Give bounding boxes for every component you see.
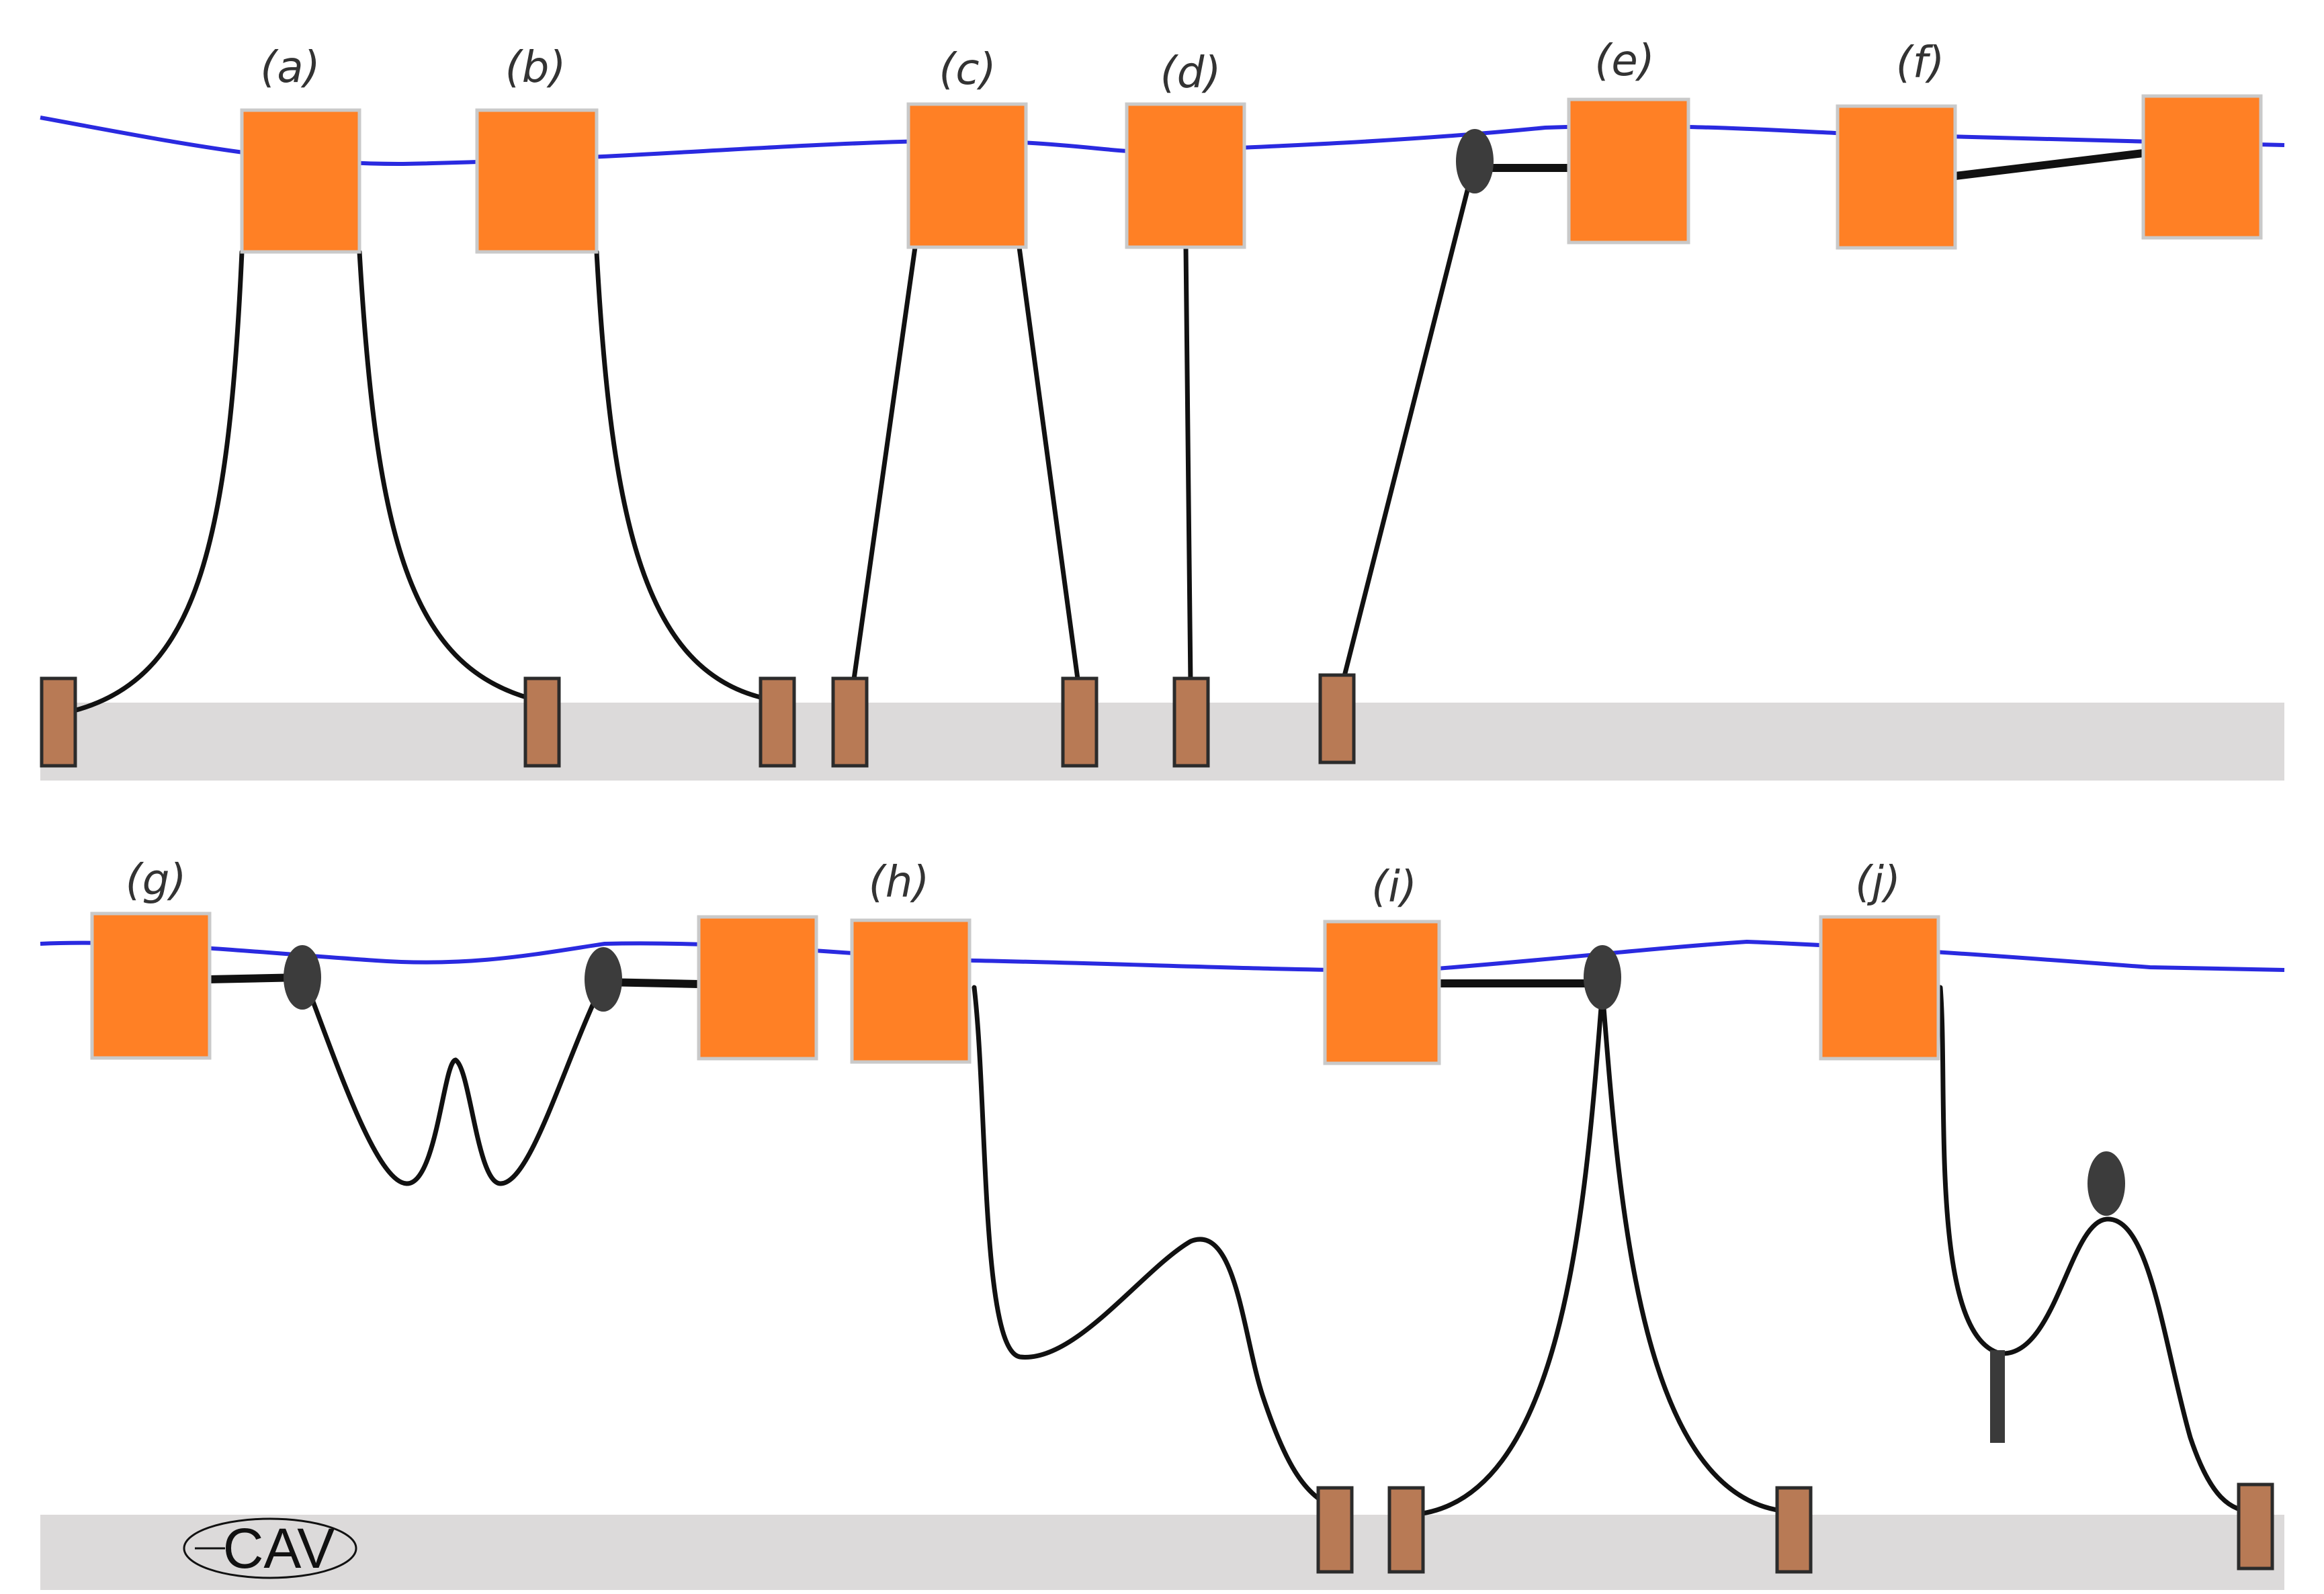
- mooring-line-j: [1938, 985, 2257, 1514]
- buoy-f-left: [1836, 104, 1957, 250]
- float-g-right: [585, 947, 622, 1012]
- anchor-i-left: [1387, 1486, 1425, 1574]
- float-g-left: [284, 945, 321, 1010]
- anchor-c-left: [831, 676, 869, 768]
- anchor-e: [1318, 673, 1356, 764]
- buoy-j: [1819, 915, 1940, 1061]
- mooring-line-b: [594, 249, 769, 701]
- panel-label-g: (g): [126, 856, 187, 905]
- anchor-c-right: [1061, 676, 1099, 768]
- mooring-line-e: [1340, 159, 1477, 687]
- float-e: [1456, 129, 1494, 193]
- mooring-line-a-left: [71, 249, 245, 713]
- buoy-h: [850, 918, 972, 1064]
- seabed-top: [40, 703, 2284, 781]
- anchor-d: [1172, 676, 1210, 768]
- buoy-g-left: [90, 912, 212, 1060]
- buoy-c: [906, 102, 1028, 249]
- mooring-line-i-left: [1408, 988, 1605, 1517]
- mooring-line-d: [1183, 245, 1193, 687]
- mooring-line-c-left: [851, 245, 918, 687]
- buoy-d: [1125, 102, 1246, 249]
- panel-label-b: (b): [505, 43, 566, 93]
- mooring-line-i-right: [1600, 988, 1790, 1514]
- connector-f: [1951, 149, 2147, 180]
- panel-label-d: (d): [1160, 48, 1221, 98]
- buoy-a: [240, 108, 361, 254]
- cav-logo-text: CAV: [223, 1517, 335, 1580]
- anchor-a-right: [523, 676, 561, 768]
- panel-label-j: (j): [1855, 858, 1901, 907]
- panel-label-i: (i): [1371, 862, 1417, 912]
- anchor-b: [759, 676, 796, 768]
- anchor-a-left: [40, 676, 77, 768]
- mooring-line-a-right: [357, 249, 533, 701]
- panel-label-a: (a): [260, 43, 320, 93]
- buoy-b: [475, 108, 599, 254]
- clump-weight-j: [1990, 1350, 2005, 1443]
- float-j: [2088, 1151, 2125, 1216]
- anchor-j: [2237, 1482, 2274, 1570]
- seabed-bottom: [40, 1515, 2284, 1590]
- panel-label-c: (c): [939, 45, 996, 95]
- panel-label-f: (f): [1896, 38, 1944, 88]
- buoy-e: [1567, 97, 1690, 245]
- buoy-f-right: [2141, 94, 2263, 240]
- cav-logo: CAV: [183, 1517, 357, 1580]
- mooring-line-c-right: [1017, 245, 1081, 687]
- buoy-i: [1323, 920, 1441, 1065]
- water-surface-bottom: [40, 939, 2285, 973]
- mooring-line-g: [303, 979, 606, 1186]
- buoy-g-right: [697, 915, 818, 1061]
- panel-label-h: (h): [869, 858, 930, 907]
- mooring-line-h: [972, 985, 1340, 1511]
- panel-label-e: (e): [1594, 36, 1654, 86]
- float-i: [1584, 945, 1621, 1010]
- anchor-h: [1316, 1486, 1354, 1574]
- anchor-i-right: [1775, 1486, 1813, 1574]
